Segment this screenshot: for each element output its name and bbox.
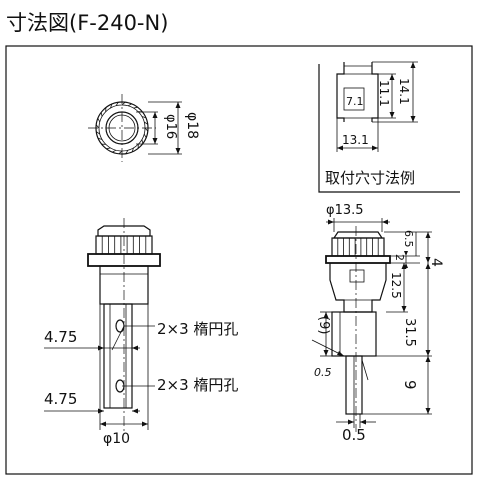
side-view-right: φ13.5 6.5 2	[311, 203, 444, 444]
dim-13-1: 13.1	[342, 133, 369, 147]
dim-4-75-lower: 4.75	[44, 390, 77, 408]
dim-9-paren: (9)	[316, 316, 331, 334]
front-view: φ16 φ18	[88, 94, 200, 162]
drawing-frame	[5, 45, 473, 475]
outer-knurl-circle	[95, 101, 149, 155]
dim-d13-5: φ13.5	[326, 203, 364, 218]
dim-d16: φ16	[163, 114, 178, 139]
dim-4-75-upper: 4.75	[44, 328, 77, 346]
knurl-mark	[106, 147, 111, 150]
dim-9: 9	[401, 380, 419, 390]
knurl-mark	[125, 149, 129, 154]
dim-6-5: 6.5	[402, 230, 415, 248]
knurl-mark	[100, 112, 103, 117]
cutout-example: 取付穴寸法例 7.1 11.1 14.1 13.1	[318, 61, 460, 193]
knurl-mark	[95, 124, 100, 129]
knurl-mark	[127, 103, 132, 107]
cap-ribs	[337, 238, 379, 256]
knurl-mark	[143, 133, 147, 138]
dim-14-1: 14.1	[397, 78, 411, 105]
dim-7-1: 7.1	[346, 95, 364, 108]
dim-4: 4	[428, 258, 444, 267]
dim-d18: φ18	[184, 112, 200, 139]
oval-hole-upper	[115, 319, 125, 333]
knurl-mark	[118, 150, 123, 155]
drawing-title: 寸法図(F-240-N)	[6, 11, 168, 35]
cutout-caption: 取付穴寸法例	[325, 169, 415, 187]
cap-ribs	[101, 236, 147, 254]
knurl-mark	[141, 116, 147, 119]
dim-0-5-bottom: 0.5	[342, 426, 366, 444]
knurl-mark	[115, 102, 119, 107]
dim-12-5: 12.5	[389, 272, 403, 299]
knurl-mark	[131, 147, 134, 153]
label-oval-hole-upper: 2×3 楕円孔	[157, 320, 238, 338]
knurl-marks	[95, 101, 149, 155]
dim-31-5: 31.5	[402, 318, 417, 347]
dim-0-5-slanted: 0.5	[314, 366, 332, 379]
knurl-mark	[121, 101, 126, 106]
knurl-mark	[143, 121, 148, 125]
dim-2: 2	[393, 254, 406, 261]
knurl-mark	[144, 127, 149, 132]
knurl-mark	[133, 106, 138, 109]
dim-d10: φ10	[103, 431, 130, 447]
side-view-left: 4.75 4.75 2×3 楕円孔 2×3 楕円孔 φ10	[44, 218, 238, 447]
label-oval-hole-lower: 2×3 楕円孔	[157, 376, 238, 394]
knurl-mark	[141, 139, 144, 144]
knurl-mark	[110, 103, 113, 109]
knurl-mark	[97, 137, 103, 140]
knurl-mark	[112, 149, 117, 153]
dim-11-1: 11.1	[377, 80, 391, 107]
knurl-mark	[97, 118, 101, 123]
knurl-mark	[96, 131, 101, 135]
